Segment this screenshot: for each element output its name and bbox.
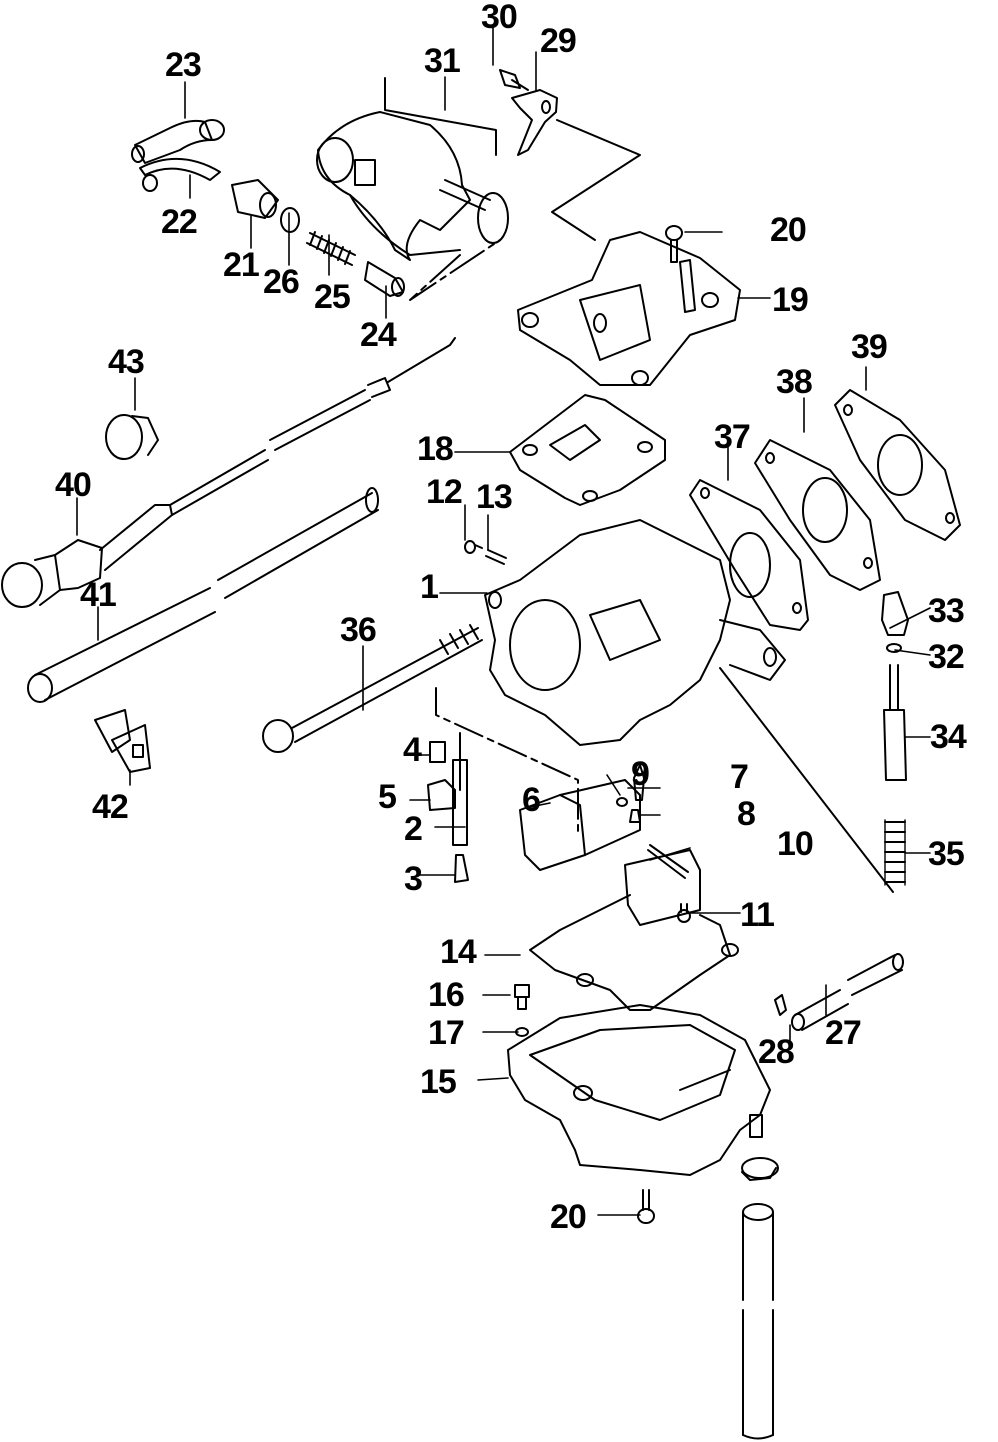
part-41-tube xyxy=(27,487,379,703)
callout-39: 39 xyxy=(851,328,888,366)
lower-hose-clamp xyxy=(741,1157,779,1181)
callout-20: 20 xyxy=(770,211,807,249)
callout-26: 26 xyxy=(263,263,300,301)
part-29-fork-lever xyxy=(511,89,558,156)
callout-30: 30 xyxy=(481,0,518,36)
part-23-elbow-hose xyxy=(131,119,225,164)
callout-6: 6 xyxy=(522,781,541,819)
callout-15: 15 xyxy=(420,1063,457,1101)
callout-21: 21 xyxy=(223,246,260,284)
callout-3: 3 xyxy=(404,860,423,898)
callout-16: 16 xyxy=(428,976,465,1014)
callout-27: 27 xyxy=(825,1014,862,1052)
part-25-spring xyxy=(306,231,356,266)
callout-4: 4 xyxy=(403,731,422,769)
callout-20: 20 xyxy=(550,1198,587,1236)
part-37-flange-gasket xyxy=(689,479,809,631)
part-18-gasket xyxy=(509,394,666,506)
part-20-screw-bottom xyxy=(637,1189,655,1224)
part-16-drain-screw xyxy=(514,984,530,1010)
part-9-clip xyxy=(616,797,628,807)
callout-1: 1 xyxy=(420,568,439,606)
part-40-choke-cable xyxy=(1,337,456,608)
leader-lines xyxy=(76,27,931,1216)
part-32-clip xyxy=(886,643,902,653)
part-21-connector xyxy=(231,179,279,219)
callout-28: 28 xyxy=(758,1033,795,1071)
callout-22: 22 xyxy=(161,203,198,241)
callout-17: 17 xyxy=(428,1014,465,1052)
part-33-cap xyxy=(881,591,909,636)
callout-24: 24 xyxy=(360,316,397,354)
part-11-screw xyxy=(677,903,691,923)
callout-7: 7 xyxy=(730,758,749,796)
callout-29: 29 xyxy=(540,22,577,60)
part-34-needle xyxy=(883,664,907,781)
callout-32: 32 xyxy=(928,638,965,676)
callout-34: 34 xyxy=(930,718,967,756)
part-4-jet xyxy=(429,741,446,763)
callout-43: 43 xyxy=(108,343,145,381)
callout-5: 5 xyxy=(378,778,397,816)
part-8-seat xyxy=(629,809,641,823)
part-12-screw xyxy=(464,540,483,554)
callout-8: 8 xyxy=(737,795,756,833)
part-31-solenoid xyxy=(316,111,491,261)
callout-11: 11 xyxy=(740,896,775,934)
part-26-o-ring xyxy=(280,207,300,233)
part-36-long-bolt xyxy=(262,624,483,753)
part-28-clip xyxy=(774,994,787,1016)
callout-2: 2 xyxy=(404,810,423,848)
callout-23: 23 xyxy=(165,46,202,84)
callout-12: 12 xyxy=(426,473,463,511)
part-6-float xyxy=(519,779,701,926)
callout-14: 14 xyxy=(440,933,477,971)
callout-10: 10 xyxy=(777,825,814,863)
part-5-jet xyxy=(427,779,456,811)
part-30-screw xyxy=(499,69,529,91)
part-43-knob-cap xyxy=(105,414,159,460)
assembly-guide-lines xyxy=(384,77,894,893)
callout-35: 35 xyxy=(928,835,965,873)
part-3-jet xyxy=(454,854,469,883)
part-42-clamp xyxy=(94,709,151,773)
part-17-washer xyxy=(515,1027,529,1037)
callout-25: 25 xyxy=(314,278,351,316)
callout-9: 9 xyxy=(631,755,650,793)
callout-19: 19 xyxy=(772,281,809,319)
callout-36: 36 xyxy=(340,611,377,649)
part-38-spacer xyxy=(754,439,881,591)
part-19-top-cover xyxy=(517,231,741,386)
part-35-spring xyxy=(884,819,906,886)
part-20-screw-top xyxy=(665,225,683,263)
part-14-bowl-gasket xyxy=(529,894,739,1011)
callout-40: 40 xyxy=(55,466,92,504)
part-10-float-pin xyxy=(647,844,689,879)
part-15-float-bowl xyxy=(507,1004,771,1176)
part-2-emulsion-tube xyxy=(452,759,468,846)
part-39-insulator xyxy=(834,389,961,541)
part-31-o-ring xyxy=(477,192,509,244)
callout-18: 18 xyxy=(417,430,454,468)
lower-fuel-hose xyxy=(742,1203,774,1440)
callout-33: 33 xyxy=(928,592,965,630)
part-22-bent-hose xyxy=(139,158,221,192)
part-24-plunger xyxy=(364,261,405,297)
callout-41: 41 xyxy=(80,576,117,614)
callout-38: 38 xyxy=(776,363,813,401)
part-1-carburetor-body xyxy=(484,519,786,746)
callout-31: 31 xyxy=(424,42,461,80)
callout-42: 42 xyxy=(92,788,129,826)
part-7-needle-valve xyxy=(633,764,645,801)
callout-13: 13 xyxy=(476,478,513,516)
callout-37: 37 xyxy=(714,418,751,456)
part-13-spring xyxy=(485,549,507,565)
part-27-hose xyxy=(791,953,904,1031)
